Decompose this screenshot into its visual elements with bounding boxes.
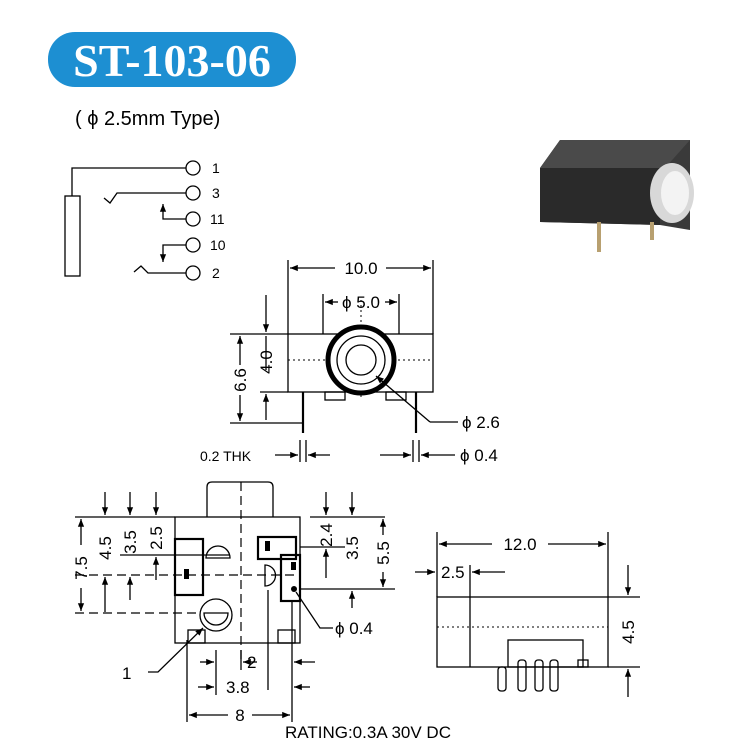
pin-label-2: 2 bbox=[212, 265, 220, 281]
subtitle: ( ϕ 2.5mm Type) bbox=[75, 108, 220, 130]
dim-side-height: 4.5 bbox=[619, 620, 638, 644]
part-number: ST-103-06 bbox=[73, 35, 271, 86]
dim-width: 10.0 bbox=[344, 259, 377, 278]
bottom-view: 7.5 4.5 3.5 2.5 2.4 3.5 5.5 ϕ 0.4 1 bbox=[72, 481, 395, 725]
dim-pin: ϕ 0.4 bbox=[460, 446, 498, 465]
pin-label-3: 3 bbox=[212, 185, 220, 201]
dim-thickness: 0.2 THK bbox=[200, 448, 252, 464]
product-photo bbox=[540, 140, 694, 252]
pin-schematic: 1 3 11 10 2 bbox=[64, 160, 226, 281]
dim-height-total: 6.6 bbox=[231, 368, 250, 392]
dim-side-length: 12.0 bbox=[503, 535, 536, 554]
dim-bore: ϕ 5.0 bbox=[342, 293, 380, 312]
dim-bottom-2-5: 2.5 bbox=[147, 526, 166, 550]
side-view: 12.0 2.5 4.5 bbox=[415, 532, 640, 697]
dim-bottom-2: 2 bbox=[247, 653, 256, 672]
pin-label-1: 1 bbox=[212, 160, 220, 176]
pin-1-label: 1 bbox=[122, 664, 131, 683]
rating-text: RATING:0.3A 30V DC bbox=[285, 723, 451, 742]
dim-bottom-5-5: 5.5 bbox=[374, 541, 393, 565]
dim-bottom-7-5: 7.5 bbox=[72, 556, 91, 580]
dim-bottom-2-4: 2.4 bbox=[317, 523, 336, 547]
dim-bottom-pin: ϕ 0.4 bbox=[335, 619, 373, 638]
dim-bottom-8: 8 bbox=[235, 706, 244, 725]
pin-label-10: 10 bbox=[210, 237, 226, 253]
dim-height-body: 4.0 bbox=[257, 350, 276, 374]
dim-bottom-3-8: 3.8 bbox=[226, 678, 250, 697]
pin-label-11: 11 bbox=[210, 211, 225, 227]
dim-side-offset: 2.5 bbox=[441, 563, 465, 582]
dim-hole: ϕ 2.6 bbox=[462, 413, 500, 432]
dim-bottom-4-5: 4.5 bbox=[96, 536, 115, 560]
dim-bottom-3-5r: 3.5 bbox=[343, 536, 362, 560]
dim-bottom-3-5: 3.5 bbox=[121, 530, 140, 554]
title-badge: ST-103-06 bbox=[48, 32, 296, 87]
front-view: 10.0 ϕ 5.0 6.6 4.0 ϕ 2.6 0.2 THK ϕ 0.4 bbox=[200, 259, 500, 465]
